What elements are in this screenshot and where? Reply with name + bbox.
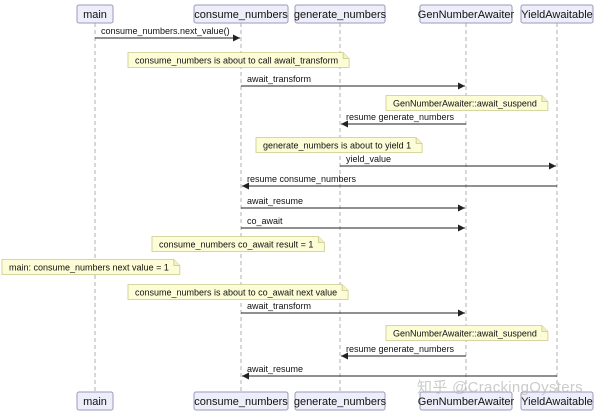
participant-label: consume_numbers [194,396,288,408]
note-1: consume_numbers is about to call await_t… [127,52,350,68]
note-text: main: consume_numbers next value = 1 [9,263,169,273]
message-label: await_transform [247,301,311,311]
message-label: resume consume_numbers [247,174,357,184]
participant-label: GenNumberAwaiter [418,9,515,21]
message-15: resume generate_numbers [341,344,466,360]
participant-YieldAwaitable-top: YieldAwaitable [520,4,594,24]
note-text: GenNumberAwaiter::await_suspend [393,99,537,109]
message-label: consume_numbers.next_value() [101,26,230,36]
participant-label: generate_numbers [294,9,387,21]
message-label: co_await [247,216,283,226]
message-6: yield_value [340,154,556,170]
message-8: await_resume [241,196,465,212]
message-label: yield_value [346,154,391,164]
note-12: consume_numbers is about to co_await nex… [127,284,349,300]
note-text: consume_numbers co_await result = 1 [159,240,313,250]
participant-label: YieldAwaitable [521,9,593,21]
message-4: resume generate_numbers [341,112,466,128]
participant-consume_numbers-bottom: consume_numbers [193,391,289,411]
note-text: consume_numbers is about to call await_t… [135,56,338,66]
message-label: await_resume [247,196,303,206]
participant-main-top: main [76,4,114,24]
note-5: generate_numbers is about to yield 1 [255,137,423,153]
participant-generate_numbers-bottom: generate_numbers [294,391,387,411]
participant-GenNumberAwaiter-bottom: GenNumberAwaiter [418,391,515,411]
note-11: main: consume_numbers next value = 1 [1,259,181,275]
note-10: consume_numbers co_await result = 1 [151,236,325,252]
message-7: resume consume_numbers [242,174,557,190]
note-text: GenNumberAwaiter::await_suspend [393,329,537,339]
participant-label: main [83,9,107,21]
note-3: GenNumberAwaiter::await_suspend [385,95,549,111]
watermark-text: 知乎 @CrackingOysters [417,379,583,396]
participant-label: consume_numbers [194,9,288,21]
message-label: resume generate_numbers [346,344,455,354]
message-label: await_transform [247,74,311,84]
participant-main-bottom: main [76,391,114,411]
participant-label: YieldAwaitable [521,396,593,408]
message-13: await_transform [241,301,465,317]
message-label: await_resume [247,364,303,374]
message-2: await_transform [241,74,465,90]
participant-GenNumberAwaiter-top: GenNumberAwaiter [418,4,515,24]
participant-label: main [83,396,107,408]
participant-label: generate_numbers [294,396,387,408]
message-0: consume_numbers.next_value() [95,26,240,42]
message-9: co_await [241,216,465,232]
note-text: generate_numbers is about to yield 1 [263,141,411,151]
participant-label: GenNumberAwaiter [418,396,515,408]
participant-consume_numbers-top: consume_numbers [193,4,289,24]
note-14: GenNumberAwaiter::await_suspend [385,325,549,341]
note-text: consume_numbers is about to co_await nex… [135,288,337,298]
participant-YieldAwaitable-bottom: YieldAwaitable [520,391,594,411]
message-16: await_resume [242,364,557,380]
participant-generate_numbers-top: generate_numbers [294,4,387,24]
message-label: resume generate_numbers [346,112,455,122]
